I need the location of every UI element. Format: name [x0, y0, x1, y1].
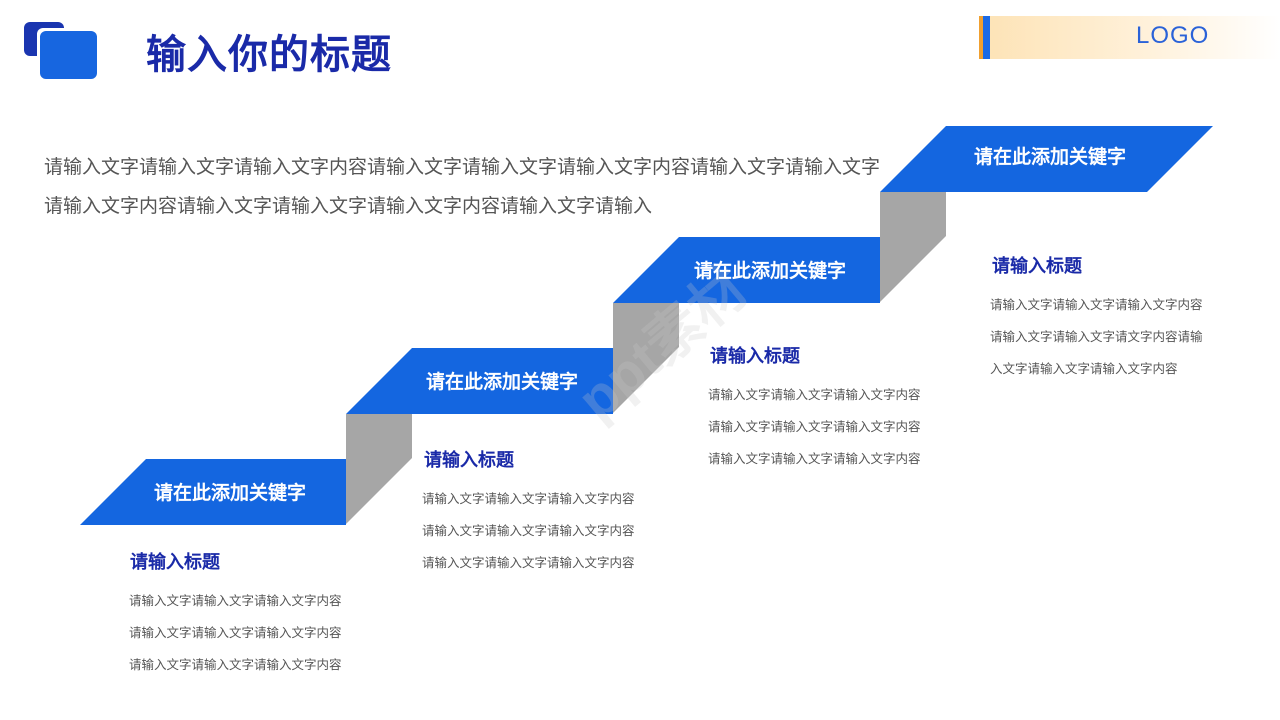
step-keyword-3: 请在此添加关键字 [693, 260, 846, 282]
step-keyword-1: 请在此添加关键字 [153, 482, 306, 504]
intro-paragraph: 请输入文字请输入文字请输入文字内容请输入文字请输入文字请输入文字内容请输入文字请… [44, 156, 881, 217]
header-squares-icon [24, 22, 98, 80]
card-title-1: 请输入标题 [130, 552, 220, 573]
step-band-3 [613, 237, 880, 303]
card-title-3: 请输入标题 [710, 346, 800, 367]
card-body-2: 请输入文字请输入文字请输入文字内容请输入文字请输入文字请输入文字内容请输入文字请… [422, 491, 635, 570]
card-title-4: 请输入标题 [992, 256, 1082, 277]
logo-text: LOGO [1136, 22, 1210, 49]
step-band-4 [880, 126, 1213, 192]
step-band-2 [346, 348, 613, 414]
card-body-3: 请输入文字请输入文字请输入文字内容请输入文字请输入文字请输入文字内容请输入文字请… [708, 387, 921, 466]
step-keyword-4: 请在此添加关键字 [973, 146, 1126, 168]
page-title: 输入你的标题 [146, 32, 392, 78]
step-band-1 [80, 459, 346, 525]
logo-placeholder: LOGO [979, 16, 1280, 59]
card-title-2: 请输入标题 [424, 450, 514, 471]
riser-3 [880, 192, 946, 302]
card-body-4: 请输入文字请输入文字请输入文字内容请输入文字请输入文字请文字内容请输入文字请输入… [990, 297, 1203, 376]
riser-2 [613, 303, 679, 413]
step-keyword-2: 请在此添加关键字 [425, 371, 578, 393]
riser-1 [346, 414, 412, 524]
card-body-1: 请输入文字请输入文字请输入文字内容请输入文字请输入文字请输入文字内容请输入文字请… [129, 593, 342, 672]
